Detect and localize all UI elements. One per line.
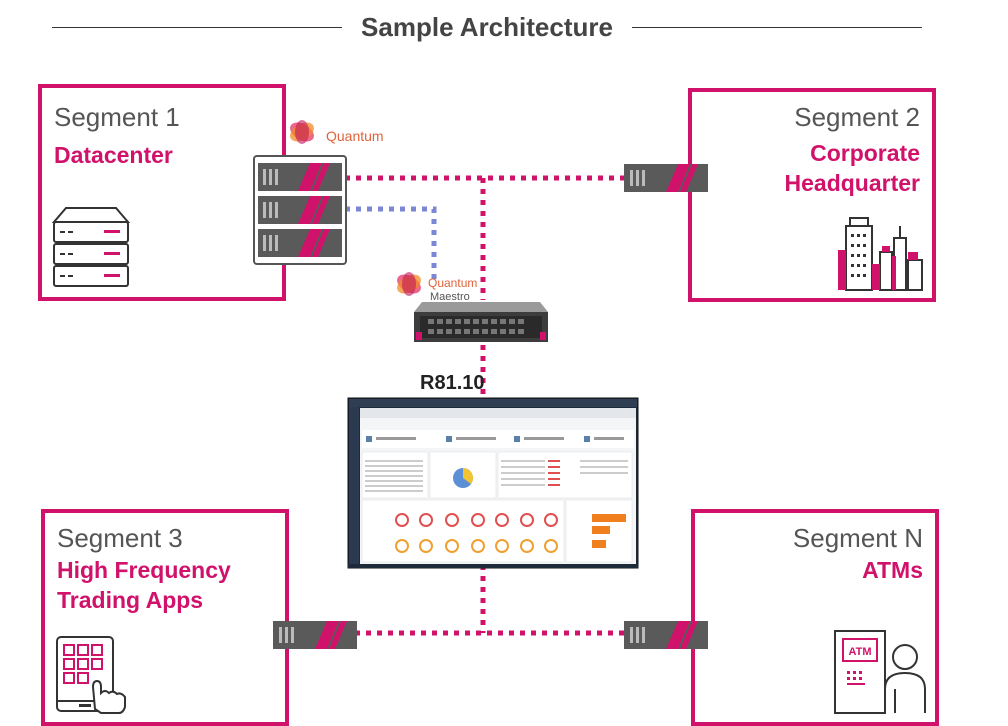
- segment-3-subtitle-line1: High Frequency: [57, 557, 231, 583]
- gateway-unit-3: [258, 229, 342, 257]
- title-rule-right: [632, 27, 922, 28]
- diagram-title-area: Sample Architecture: [52, 8, 922, 48]
- title-rule-left: [52, 27, 342, 28]
- management-console-monitor: [347, 397, 639, 569]
- maestro-brand-label-line1: Quantum: [428, 276, 478, 290]
- maestro-brand-label-line2: Maestro: [430, 291, 470, 303]
- diagram-title: Sample Architecture: [353, 12, 621, 42]
- gateway-segment-3: [273, 621, 357, 649]
- maestro-orchestrator-appliance: [414, 302, 548, 342]
- gateway-segment-n: [624, 621, 708, 649]
- segment-1-title: Segment 1: [54, 102, 180, 132]
- maestro-logo-icon: [397, 272, 421, 296]
- maestro-link: [345, 206, 437, 280]
- segment-n-title: Segment N: [792, 523, 923, 553]
- segment-n-subtitle: ATMs: [862, 557, 923, 583]
- gateway-unit-2: [258, 196, 342, 224]
- quantum-gateway-cluster: [253, 155, 347, 265]
- gateway-unit-1: [258, 163, 342, 191]
- segment-2-box: Segment 2 Corporate Headquarter: [688, 88, 936, 302]
- segment-3-title: Segment 3: [57, 523, 183, 553]
- segment-1-box: Segment 1 Datacenter: [38, 84, 286, 301]
- segment-3-box: Segment 3 High Frequency Trading Apps: [41, 509, 289, 726]
- quantum-logo-icon: [290, 120, 314, 144]
- segment-3-subtitle-line2: Trading Apps: [57, 587, 204, 613]
- segment-2-subtitle-line2: Headquarter: [784, 170, 920, 196]
- segment-2-subtitle-line1: Corporate: [810, 140, 920, 166]
- city-buildings-icon: [838, 217, 923, 291]
- segment-2-title: Segment 2: [794, 102, 920, 132]
- server-rack-icon: [52, 207, 131, 287]
- gateway-segment-2: [624, 164, 708, 192]
- segment-1-subtitle: Datacenter: [54, 142, 173, 168]
- tablet-touch-icon: [56, 636, 126, 714]
- segment-n-box: Segment N ATMs ATM: [691, 509, 939, 726]
- atm-screen-label: ATM: [848, 646, 871, 658]
- version-label: R81.10: [420, 372, 485, 394]
- quantum-brand-label: Quantum: [326, 128, 384, 144]
- atm-user-icon: ATM: [834, 630, 926, 714]
